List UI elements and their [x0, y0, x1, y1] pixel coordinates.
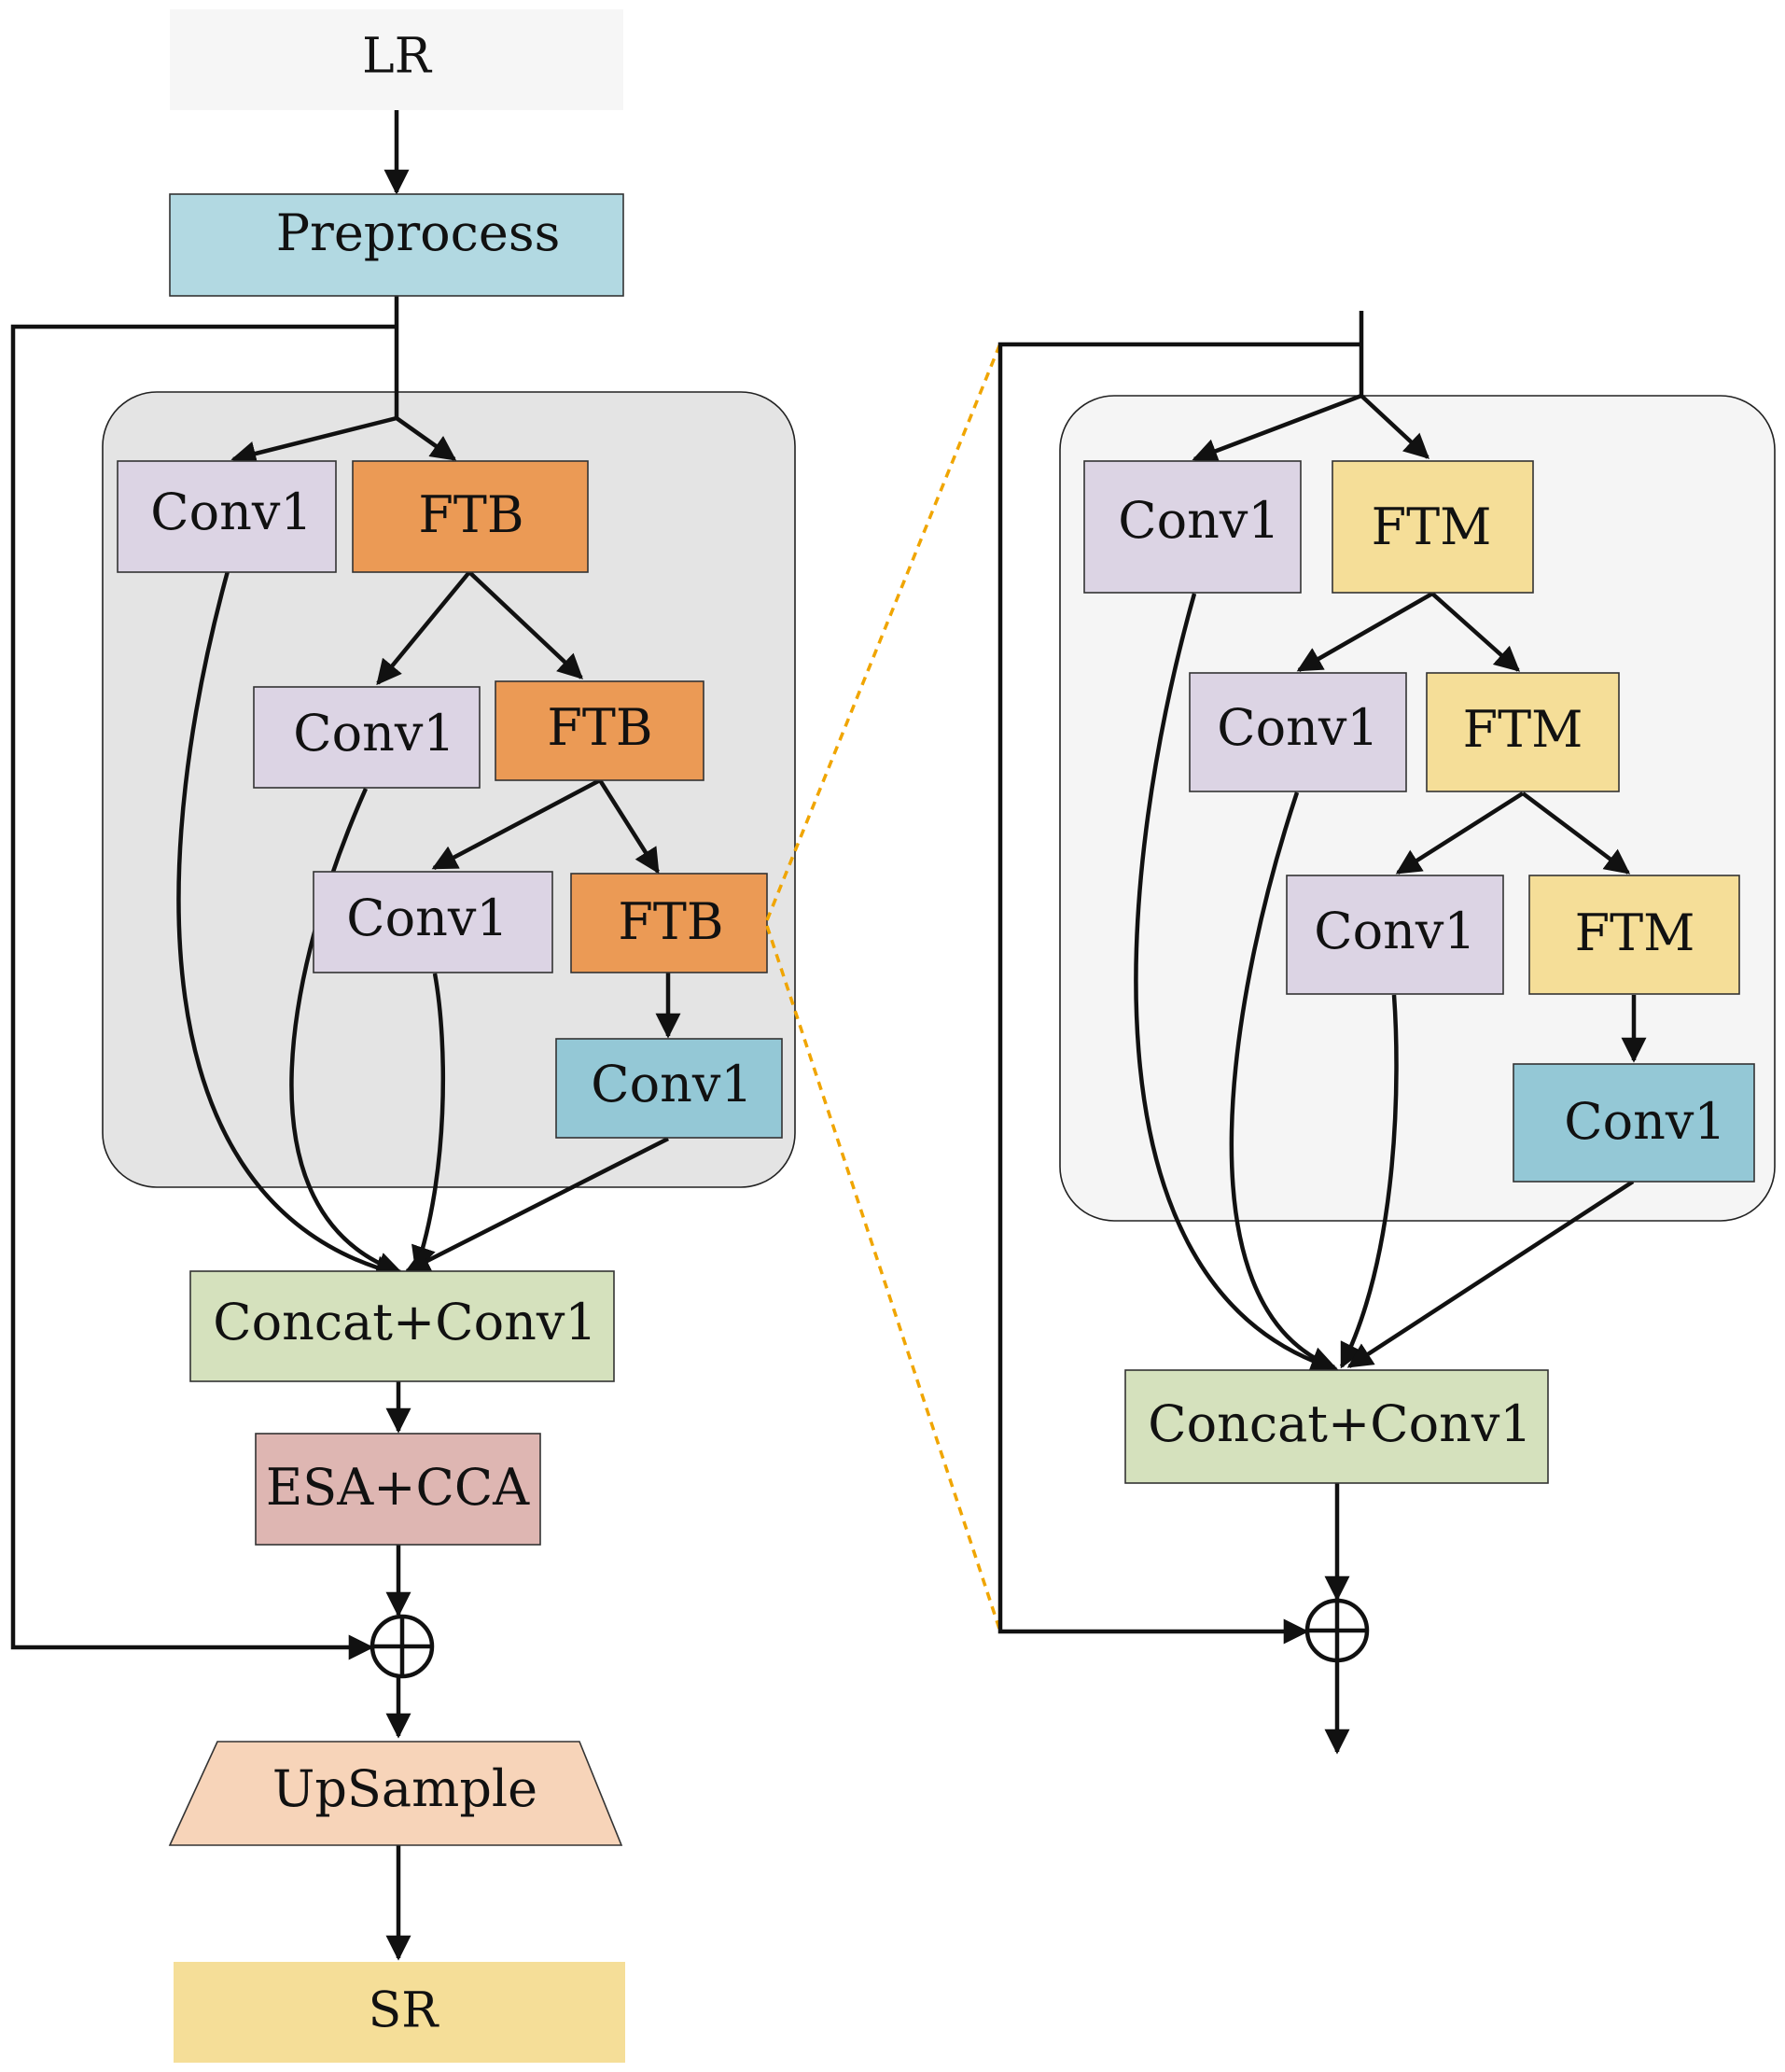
conv1-label-right-2: Conv1: [1217, 698, 1378, 757]
arrow-split-to-conv1-r1: [1192, 393, 1362, 463]
conv1-label-left-3: Conv1: [346, 889, 508, 947]
ftm-box-1: [1332, 460, 1534, 594]
arrow-ftm-1-to-conv1-r2: [1296, 592, 1434, 672]
upsample-label: UpSample: [272, 1759, 537, 1818]
conv1-box-left-2: [253, 686, 481, 789]
add-icon-right: [1304, 1598, 1370, 1663]
esa-cca-label: ESA+CCA: [266, 1458, 530, 1517]
conv1-final-box-right: [1513, 1063, 1755, 1183]
ftb-label-2: FTB: [547, 698, 652, 757]
arrow-ftb-a-to-ftb-b: [467, 570, 583, 679]
curve-conv1-r1-to-concat: [1134, 593, 1339, 1375]
arrow-ftb-a-to-conv1-b: [376, 570, 471, 686]
ftm-label-3: FTM: [1575, 903, 1695, 962]
curve-conv1-r2-to-concat: [1229, 791, 1337, 1371]
line-global-skip: [10, 324, 397, 1660]
ftb-label-3: FTB: [618, 892, 723, 951]
conv1-final-box-left: [555, 1038, 783, 1139]
arrow-split-to-ftm-1: [1360, 394, 1429, 459]
conv1-final-label-left: Conv1: [591, 1055, 752, 1113]
conv1-label-right-3: Conv1: [1314, 902, 1475, 960]
add-icon-left: [370, 1614, 435, 1679]
ftb-box-2: [495, 680, 704, 781]
conv1-box-left-1: [117, 460, 337, 573]
arrow-ftm-1-to-ftm-2: [1430, 592, 1521, 672]
concat-conv1-label-right: Concat+Conv1: [1148, 1394, 1531, 1453]
left-module-group: [102, 391, 796, 1188]
arrow-ftb-b-to-conv1-c: [431, 778, 602, 870]
conv1-box-left-3: [313, 871, 553, 973]
conv1-box-right-1: [1083, 460, 1302, 594]
ftm-label-1: FTM: [1372, 497, 1492, 556]
conv1-final-label-right: Conv1: [1564, 1092, 1725, 1151]
curve-conv1-a-to-concat: [176, 570, 401, 1281]
concat-conv1-label-left: Concat+Conv1: [213, 1293, 596, 1351]
upsample-box: [168, 1741, 623, 1846]
right-module-group: [1059, 395, 1776, 1222]
arrow-ftb-b-to-ftb-c: [598, 778, 660, 875]
conv1-box-right-2: [1189, 672, 1407, 792]
ftm-box-3: [1528, 875, 1740, 995]
sr-output-label: SR: [369, 1983, 440, 2039]
arrow-split-to-ftb-a: [395, 416, 457, 461]
conv1-label-left-1: Conv1: [150, 483, 312, 541]
curve-conv1-b-to-concat: [289, 788, 403, 1277]
concat-conv1-box-right: [1124, 1369, 1549, 1484]
ftm-box-2: [1426, 672, 1620, 792]
ftb-box-3: [570, 873, 768, 973]
lr-input-box: [170, 9, 623, 110]
ftb-box-1: [352, 460, 589, 573]
arrow-ftm-2-to-conv1-r3: [1395, 791, 1525, 875]
preprocess-label: Preprocess: [276, 203, 561, 262]
arrow-conv1-final-to-concat-right: [1346, 1180, 1635, 1368]
conv1-label-left-2: Conv1: [293, 704, 454, 763]
esa-cca-box: [255, 1433, 541, 1546]
arrow-ftm-2-to-ftm-3: [1521, 791, 1631, 875]
ftb-detail: Conv1 FTM Conv1 FTM Conv1 FTM Conv1 Conc…: [997, 311, 1776, 1755]
line-local-skip: [997, 342, 1361, 1645]
left-network: LR Preprocess Conv1 FTB Conv1 FTB Conv1 …: [10, 9, 796, 2063]
curve-conv1-r3-to-concat: [1339, 994, 1399, 1369]
arrow-conv1-final-to-concat: [404, 1136, 670, 1274]
conv1-label-right-1: Conv1: [1118, 491, 1279, 550]
zoom-guide-top: [765, 343, 1002, 921]
preprocess-box: [169, 193, 624, 297]
arrow-split-to-conv1-a: [230, 415, 397, 467]
concat-conv1-box-left: [189, 1270, 615, 1382]
conv1-box-right-3: [1286, 875, 1504, 995]
ftm-label-2: FTM: [1463, 700, 1583, 759]
zoom-guide-bottom: [765, 925, 1002, 1632]
lr-input-label: LR: [362, 29, 433, 85]
ftb-label-1: FTB: [418, 485, 523, 544]
curve-conv1-c-to-concat: [411, 973, 446, 1272]
sr-output-box: [174, 1962, 625, 2063]
